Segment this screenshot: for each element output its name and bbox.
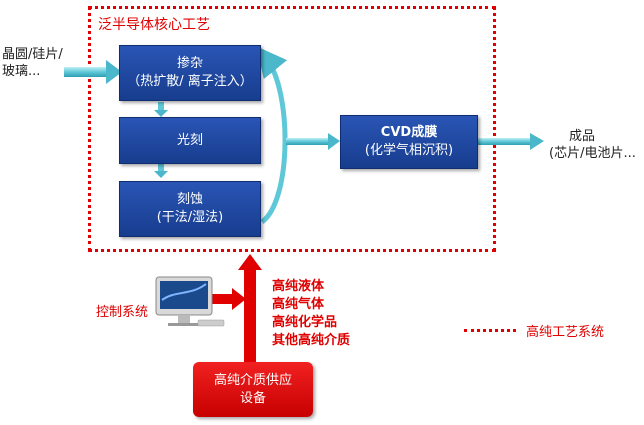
supply-item: 高纯化学品 <box>272 315 338 330</box>
output-label: 成品 (芯片/电池片... <box>549 128 636 162</box>
to-cvd-arrow <box>286 133 340 150</box>
control-system-label: 控制系统 <box>96 305 149 320</box>
control-arrow <box>210 288 246 310</box>
output-line-1: 成品 <box>569 129 596 144</box>
down-arrow-2 <box>154 163 168 178</box>
supply-equipment-line-2: 设备 <box>239 390 266 406</box>
supply-equipment-box: 高纯介质供应 设备 <box>193 362 313 417</box>
step-doping: 掺杂 （热扩散/ 离子注入） <box>119 45 261 101</box>
input-line-1: 晶圆/硅片/ <box>2 47 63 62</box>
output-arrow <box>478 133 544 150</box>
supplies-list: 高纯液体 高纯气体 高纯化学品 其他高纯介质 <box>272 278 350 350</box>
step-doping-label: 掺杂 <box>176 56 203 71</box>
diagram-title: 泛半导体核心工艺 <box>98 17 210 33</box>
process-boundary <box>88 6 496 252</box>
input-arrow <box>64 60 122 84</box>
step-cvd: CVD成膜 (化学气相沉积) <box>340 115 478 169</box>
loop-back-arrow <box>256 46 288 225</box>
supply-arrow <box>238 254 262 362</box>
step-etching: 刻蚀 (干法/湿法) <box>119 181 261 237</box>
computer-icon <box>155 276 225 327</box>
step-cvd-label: CVD成膜 <box>380 125 438 140</box>
down-arrow-1 <box>154 102 168 117</box>
legend-label: 高纯工艺系统 <box>526 325 605 340</box>
output-line-2: (芯片/电池片... <box>549 146 636 161</box>
step-doping-sub: （热扩散/ 离子注入） <box>127 74 253 89</box>
step-etching-label: 刻蚀 <box>176 192 203 207</box>
supply-item: 高纯气体 <box>272 297 325 312</box>
supply-item: 其他高纯介质 <box>272 333 351 348</box>
legend-dotted-line <box>464 329 516 332</box>
supply-equipment-line-1: 高纯介质供应 <box>213 372 292 388</box>
input-label: 晶圆/硅片/ 玻璃... <box>2 46 63 80</box>
step-lithography-label: 光刻 <box>176 132 203 148</box>
step-lithography: 光刻 <box>119 117 261 164</box>
step-etching-sub: (干法/湿法) <box>156 210 224 225</box>
input-line-2: 玻璃... <box>2 64 41 79</box>
supply-item: 高纯液体 <box>272 279 325 294</box>
step-cvd-sub: (化学气相沉积) <box>364 143 454 158</box>
